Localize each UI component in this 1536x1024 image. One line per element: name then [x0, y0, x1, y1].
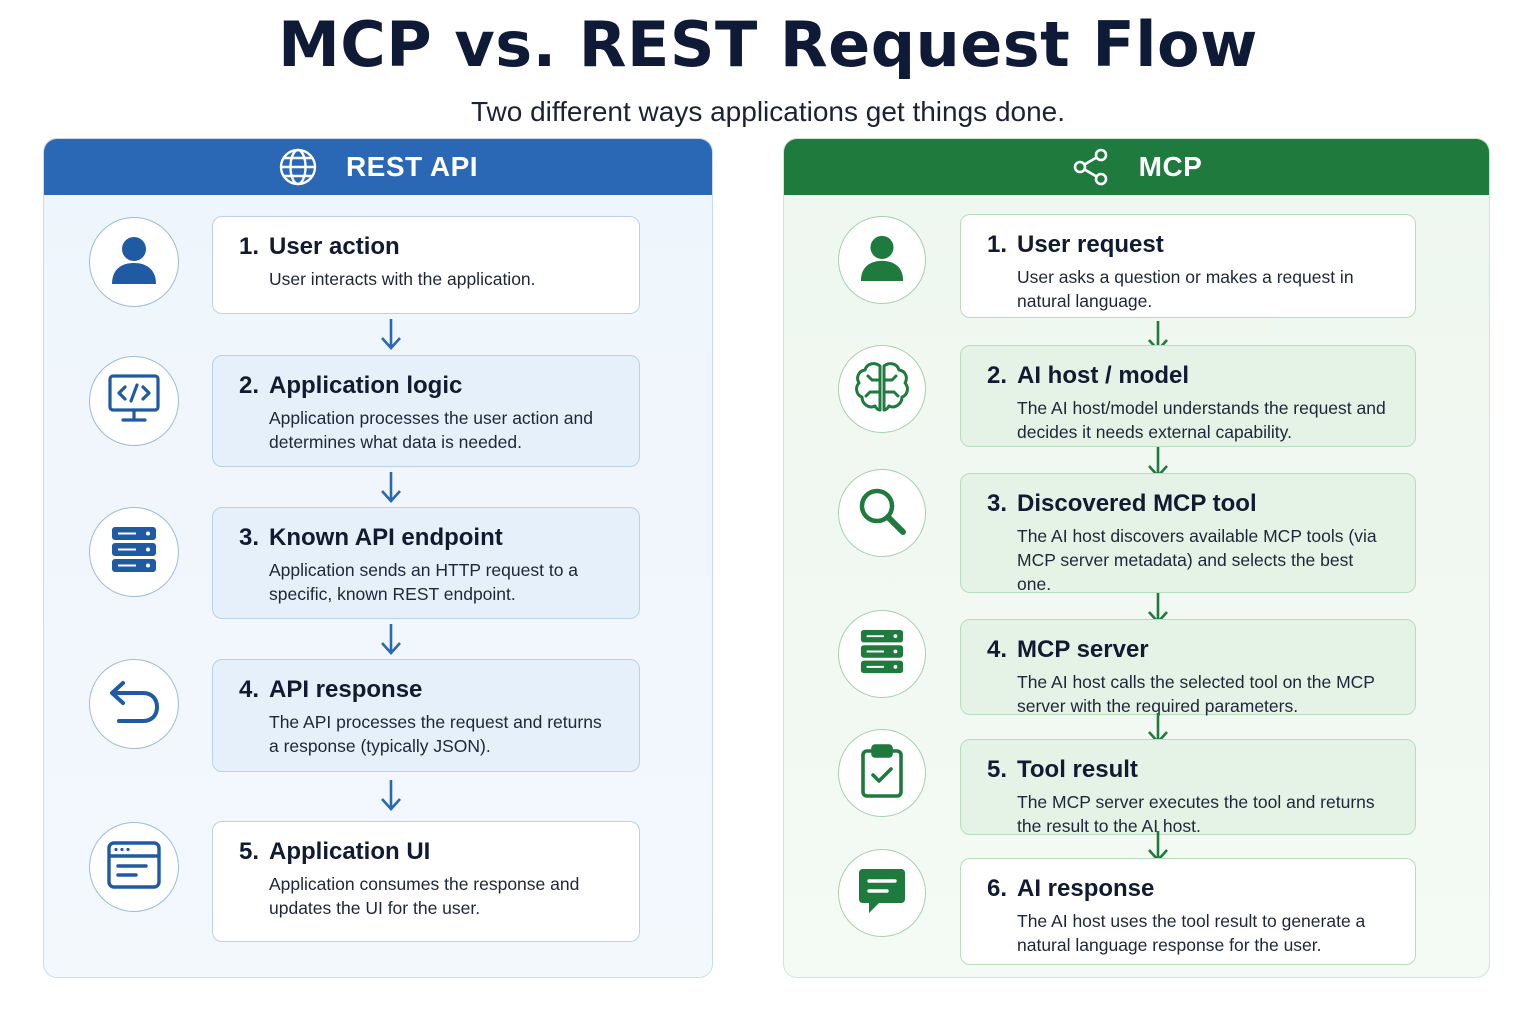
step-number: 6.: [987, 875, 1008, 902]
mcp-step-2-card: 2. AI host / model The AI host/model unde…: [960, 345, 1416, 447]
search-icon: [856, 485, 908, 542]
share-nodes-icon: [1071, 147, 1111, 187]
step-number: 5.: [239, 838, 260, 865]
rest-step-5-icon-circle: [89, 822, 179, 912]
step-title: User action: [269, 233, 400, 260]
mcp-step-6-card: 6. AI response The AI host uses the tool …: [960, 858, 1416, 965]
step-title: API response: [269, 676, 423, 703]
step-title: User request: [1017, 231, 1164, 258]
page-title: MCP vs. REST Request Flow: [278, 8, 1258, 81]
step-title: AI response: [1017, 875, 1155, 902]
rest-step-1-card: 1. User action User interacts with the ap…: [212, 216, 640, 314]
down-arrow-icon: [381, 780, 401, 811]
mcp-panel: MCP 1. User request User asks a question …: [783, 138, 1490, 978]
step-description: The AI host calls the selected tool on t…: [1017, 672, 1375, 716]
step-number: 5.: [987, 756, 1008, 783]
step-number: 1.: [239, 233, 260, 260]
step-description: User asks a question or makes a request …: [1017, 267, 1354, 311]
step-description: The API processes the request and return…: [269, 712, 602, 756]
step-number: 3.: [987, 490, 1008, 517]
mcp-step-6-icon-circle: [838, 849, 926, 937]
mcp-step-2-icon-circle: [838, 345, 926, 433]
browser-window-icon: [106, 840, 162, 895]
rest-step-1-icon-circle: [89, 217, 179, 307]
rest-api-title: REST API: [345, 151, 479, 182]
step-number: 3.: [239, 524, 260, 551]
step-title: Known API endpoint: [269, 524, 503, 551]
step-title: Tool result: [1017, 756, 1138, 783]
user-icon: [858, 233, 906, 288]
step-description: User interacts with the application.: [269, 269, 536, 289]
rest-step-2-card: 2. Application logic Application processe…: [212, 355, 640, 467]
step-number: 2.: [987, 362, 1008, 389]
step-number: 4.: [239, 676, 260, 703]
mcp-step-1-icon-circle: [838, 216, 926, 304]
mcp-step-5-card: 5. Tool result The MCP server executes th…: [960, 739, 1416, 836]
mcp-step-5-icon-circle: [838, 729, 926, 817]
clipboard-check-icon: [859, 743, 905, 804]
step-number: 2.: [239, 372, 260, 399]
code-monitor-icon: [107, 373, 161, 430]
down-arrow-icon: [381, 319, 401, 350]
rest-step-3-card: 3. Known API endpoint Application sends a…: [212, 507, 640, 619]
server-icon: [859, 628, 905, 681]
rest-step-2-icon-circle: [89, 356, 179, 446]
brain-icon: [853, 360, 911, 419]
step-title: Discovered MCP tool: [1017, 490, 1257, 517]
globe-icon: [278, 147, 318, 187]
step-description: The AI host uses the tool result to gene…: [1017, 911, 1366, 955]
mcp-step-3-card: 3. Discovered MCP tool The AI host discov…: [960, 473, 1416, 594]
server-icon: [110, 525, 158, 580]
down-arrow-icon: [381, 624, 401, 655]
step-number: 1.: [987, 231, 1008, 258]
step-title: Application UI: [269, 838, 431, 865]
user-icon: [109, 234, 159, 291]
mcp-header: MCP: [784, 139, 1489, 195]
rest-step-4-icon-circle: [89, 659, 179, 749]
step-description: The MCP server executes the tool and ret…: [1017, 792, 1375, 836]
chat-bubble-icon: [857, 866, 907, 921]
rest-step-5-card: 5. Application UI Application consumes th…: [212, 821, 640, 942]
step-title: AI host / model: [1017, 362, 1190, 389]
step-description: Application consumes the response and up…: [269, 874, 580, 918]
mcp-step-1-card: 1. User request User asks a question or m…: [960, 214, 1416, 318]
step-description: The AI host/model understands the reques…: [1017, 398, 1386, 442]
mcp-step-3-icon-circle: [838, 469, 926, 557]
step-number: 4.: [987, 636, 1008, 663]
page-subtitle: Two different ways applications get thin…: [470, 96, 1066, 127]
step-title: Application logic: [269, 372, 463, 399]
step-description: Application sends an HTTP request to a s…: [269, 560, 579, 604]
rest-api-header: REST API: [44, 139, 712, 195]
step-title: MCP server: [1017, 636, 1149, 663]
step-description: The AI host discovers available MCP tool…: [1017, 526, 1377, 594]
down-arrow-icon: [381, 472, 401, 503]
mcp-step-4-icon-circle: [838, 610, 926, 698]
rest-step-4-card: 4. API response The API processes the req…: [212, 659, 640, 772]
step-description: Application processes the user action an…: [269, 408, 593, 452]
rest-step-3-icon-circle: [89, 507, 179, 597]
return-arrow-icon: [107, 679, 161, 730]
rest-api-panel: REST API 1. User action User interacts wi…: [43, 138, 713, 978]
mcp-step-4-card: 4. MCP server The AI host calls the selec…: [960, 619, 1416, 716]
mcp-title: MCP: [1138, 151, 1203, 182]
